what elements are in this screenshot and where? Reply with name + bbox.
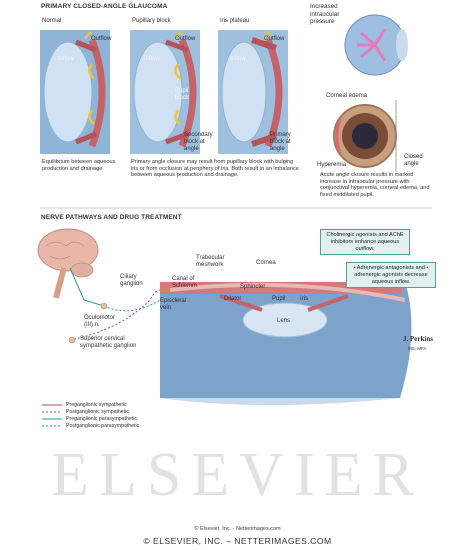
panel-iris-plateau-inflow: Inflow [230, 56, 246, 62]
signature: J. Perkins [403, 335, 433, 343]
pupil-label: Pupil [272, 296, 286, 302]
panel-iris-plateau-note: Primary block at angle [270, 132, 291, 152]
top-heading: PRIMARY CLOSED-ANGLE GLAUCOMA [41, 3, 168, 10]
panel-normal-outflow: Outflow [91, 36, 112, 42]
pressure-label: Increased intraocular pressure [310, 3, 340, 25]
sphincter-label: Sphincter [240, 284, 266, 290]
episcleral-label: Episcleral vein [160, 298, 187, 311]
pressure-eyeball [344, 14, 408, 76]
legend-postganglionic-parasympathetic: Postganglionic parasympathetic [66, 423, 140, 429]
oculomotor-label: Oculomotor (III) n. [84, 315, 116, 328]
panel-pupillary-note: Secondary block at angle [184, 132, 213, 152]
legend-preganglionic-sympathetic: Preganglionic sympathetic [66, 402, 127, 408]
iris-label: Iris [300, 296, 308, 302]
panel-normal-inflow: Inflow [58, 56, 74, 62]
caption-pupillary: Primary angle closure may result from pu… [131, 159, 299, 179]
panel-pupillary-inner: Pupil block [175, 88, 190, 101]
ciliary-ganglion-label: Ciliary ganglion [120, 274, 143, 287]
panel-pupillary-inflow: Inflow [144, 56, 160, 62]
caption-acute: Acute angle closure results in marked in… [320, 172, 430, 198]
footer-small: © Elsevier, Inc. - Netterimages.com [194, 526, 281, 532]
panel-pupillary-block-title: Pupillary block [132, 18, 171, 24]
brain-illustration [37, 228, 99, 299]
iris-closeup [333, 100, 397, 172]
caption-normal: Equilibrium between aqueous production a… [42, 159, 116, 172]
panel-pupillary-outflow: Outflow [175, 36, 196, 42]
panel-pupillary-block-eye [130, 30, 200, 154]
bottom-heading: NERVE PATHWAYS AND DRUG TREATMENT [41, 214, 182, 221]
panel-normal-title: Normal [42, 18, 62, 24]
superior-cervical-label: Superior cervical sympathetic ganglion [80, 336, 137, 349]
panel-normal-eye [40, 30, 110, 154]
hyperemia-label: Hyperemia [317, 162, 347, 168]
trabecular-label: Trabecular meshwork [196, 255, 225, 268]
panel-iris-plateau-eye [218, 30, 288, 154]
corneal-edema-label: Corneal edema [326, 93, 368, 99]
panel-iris-plateau-title: Iris plateau [220, 18, 250, 24]
closed-angle-label: Closed angle [404, 154, 423, 167]
dilator-label: Dilator [224, 296, 242, 302]
legend-lines [42, 404, 62, 427]
lens-label: Lens [277, 318, 291, 324]
legend-postganglionic-sympathetic: Postganglionic sympathetic [66, 409, 129, 415]
panel-iris-plateau-outflow: Outflow [264, 36, 285, 42]
drug-box-cholinergic: Cholinergic agonists and AChE inhibitors… [320, 229, 410, 256]
signature-sub: MS, MFA [408, 346, 427, 351]
drug-box-adrenergic: • Adrenergic antagonists and • adrenergi… [346, 262, 436, 289]
main-eye-section [160, 282, 412, 405]
legend-preganglionic-parasympathetic: Preganglionic parasympathetic [66, 416, 137, 422]
cornea-label: Cornea [256, 260, 276, 266]
footer-large: © ELSEVIER, INC. – NETTERIMAGES.COM [143, 536, 332, 546]
elsevier-watermark: ELSEVIER [51, 441, 424, 509]
canal-label: Canal of Schlemm [172, 276, 198, 289]
